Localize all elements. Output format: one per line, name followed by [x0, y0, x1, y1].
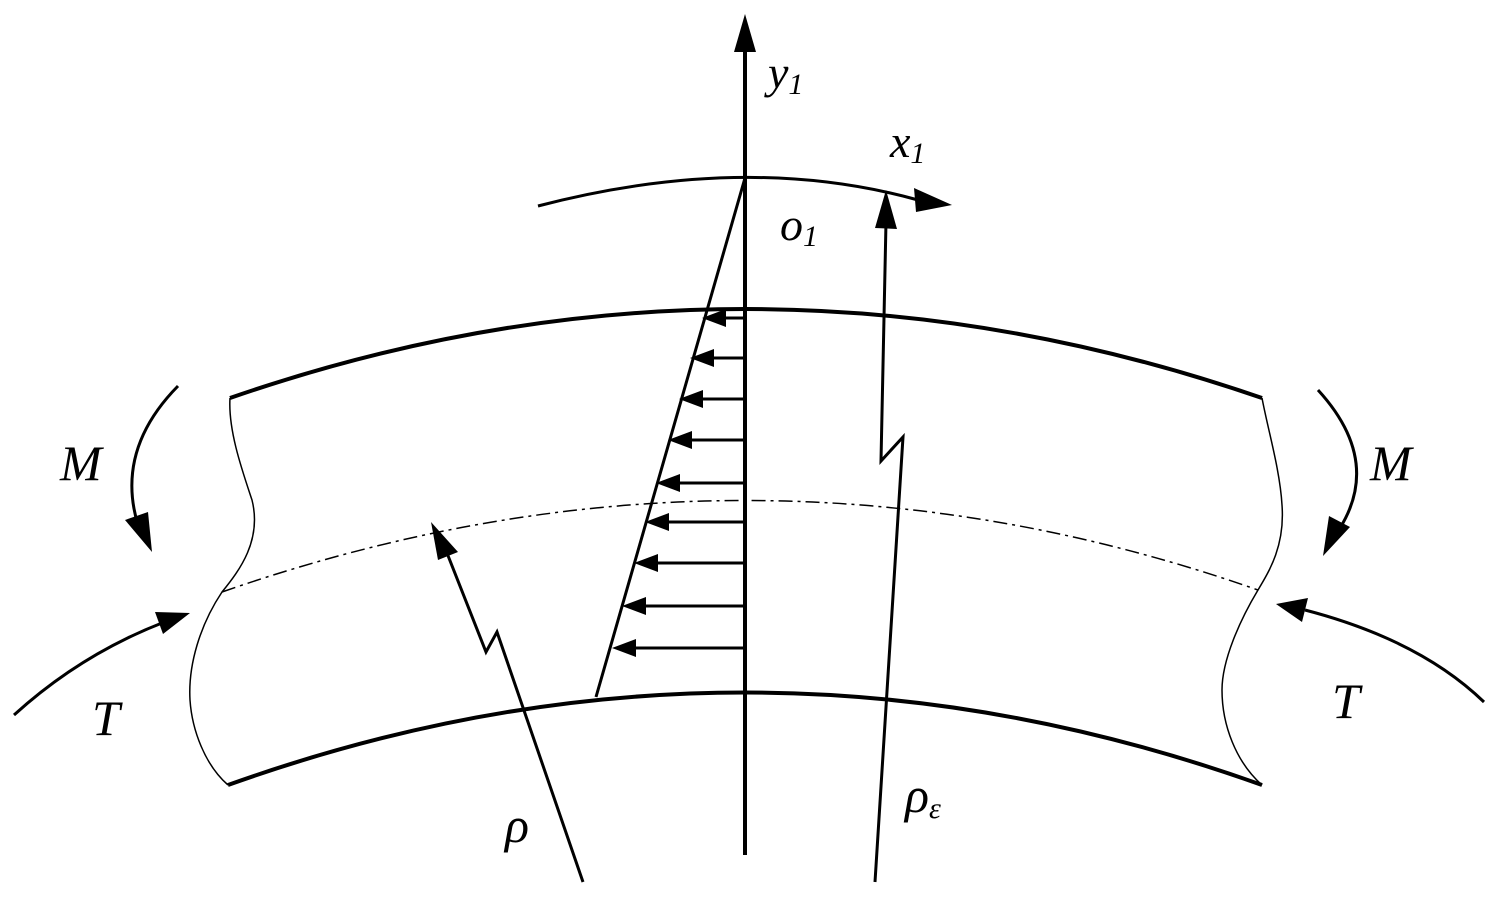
tension-left-arrowhead: [155, 612, 190, 634]
tension-left-arrow: [12, 621, 163, 717]
origin-subscript: 1: [803, 220, 818, 253]
tension-right-label: T: [1332, 673, 1363, 729]
moment-left-arrow: [130, 384, 180, 526]
stress-arrow: [702, 309, 745, 327]
stress-arrow: [634, 554, 745, 572]
radius-rho-arrowhead: [431, 522, 458, 560]
moment-right-label: M: [1369, 435, 1414, 491]
radius-rho-eps-arrowhead: [875, 190, 897, 229]
radius-rho-eps-label: ρε: [903, 767, 941, 825]
tension-right-arrowhead: [1276, 598, 1308, 622]
radius-rho-line: [443, 547, 585, 883]
stress-arrow: [668, 431, 745, 449]
stress-arrows: [612, 309, 745, 657]
stress-arrow: [656, 474, 745, 492]
radius-rho-label: ρ: [503, 797, 529, 853]
stress-arrow: [612, 639, 745, 657]
stress-arrow: [645, 513, 745, 531]
left-break-line: [189, 397, 256, 786]
tension-left-label: T: [92, 690, 123, 746]
y-axis-arrowhead: [734, 14, 756, 52]
y-axis-label: y1: [764, 47, 803, 101]
x-axis-arrowhead: [914, 188, 952, 212]
x-axis-label: x1: [889, 116, 925, 170]
stress-profile-line: [594, 177, 747, 698]
moment-left-arrowhead: [125, 512, 152, 552]
radius-rho-eps-subscript: ε: [929, 792, 941, 825]
moment-right-arrowhead: [1323, 516, 1350, 556]
tension-right-arrow: [1304, 608, 1486, 704]
stress-arrow: [622, 597, 745, 615]
stress-arrow: [679, 390, 745, 408]
origin-label: o1: [780, 199, 818, 253]
reference-arc: [537, 175, 919, 208]
stress-arrow: [690, 349, 745, 367]
radius-rho-eps-line: [873, 221, 905, 883]
moment-left-label: M: [59, 435, 104, 491]
right-break-line: [1221, 397, 1284, 786]
neutral-axis-line: [221, 499, 1259, 593]
x-axis-subscript: 1: [910, 137, 925, 170]
y-axis-subscript: 1: [788, 68, 803, 101]
moment-right-arrow: [1316, 388, 1359, 529]
